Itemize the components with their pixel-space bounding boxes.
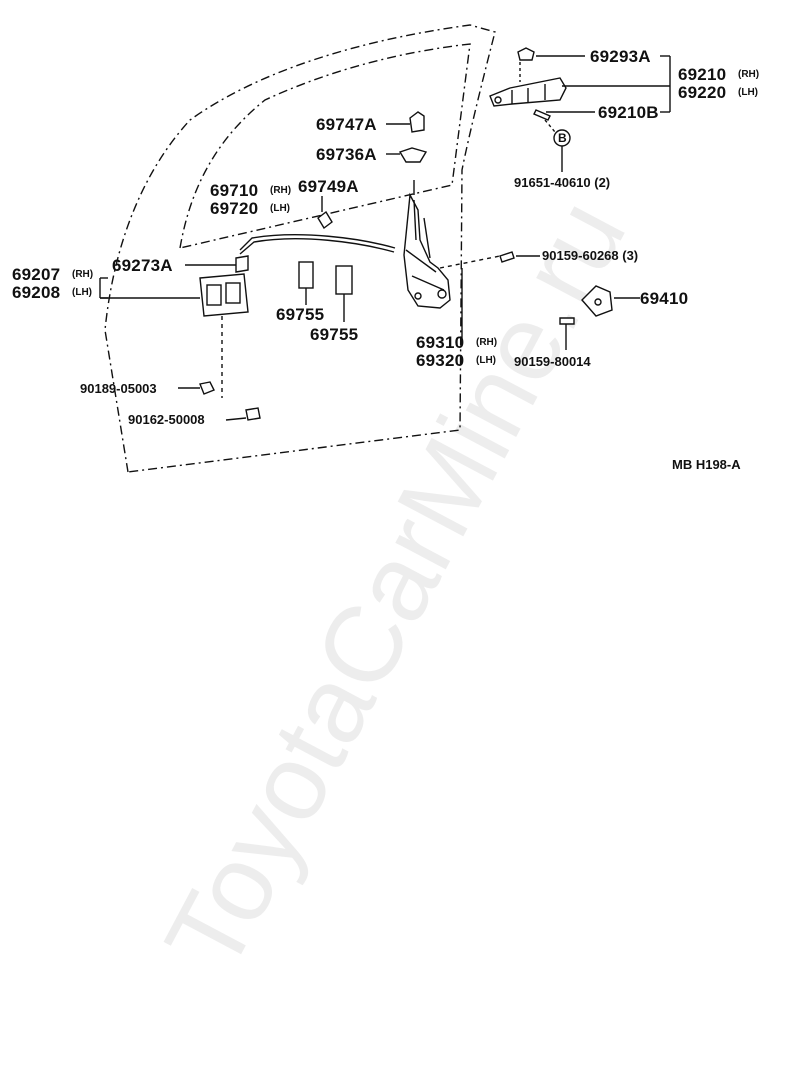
lh-tag: (LH) [72, 287, 92, 298]
bolt-b-label: B [558, 131, 567, 145]
rh-tag: (RH) [476, 337, 498, 348]
part-90159-80014-label: 90159-80014 [514, 354, 591, 369]
rh-tag: (RH) [270, 185, 292, 196]
window-frame [179, 43, 471, 249]
lh-tag: (LH) [270, 203, 290, 214]
part-69736a-label: 69736A [316, 145, 377, 164]
part-69207-label: 69207 [12, 265, 61, 284]
door-lock-assembly [403, 180, 451, 309]
part-69310-label: 69310 [416, 333, 465, 352]
part-69208-label: 69208 [12, 283, 61, 302]
part-90159-60268-label: 90159-60268 (3) [542, 248, 639, 263]
clip-69749a [317, 210, 333, 230]
clip-69747a [409, 111, 425, 133]
part-69410-label: 69410 [640, 289, 689, 308]
part-90162-label: 90162-50008 [128, 412, 205, 427]
lh-tag: (LH) [738, 87, 758, 98]
part-69220-label: 69220 [678, 83, 727, 102]
rh-tag: (RH) [72, 269, 94, 280]
part-69210b-label: 69210B [598, 103, 659, 122]
part-69755-label-a: 69755 [276, 305, 325, 324]
part-69273a-label: 69273A [112, 256, 173, 275]
control-rod [239, 234, 396, 251]
diagram-code: MB H198-A [672, 457, 741, 472]
lh-tag: (LH) [476, 355, 496, 366]
pad-69755-a [298, 261, 314, 289]
part-69320-label: 69320 [416, 351, 465, 370]
part-91651-label: 91651-40610 (2) [514, 175, 611, 190]
pad-69755-b [335, 265, 353, 295]
part-69710-label: 69710 [210, 181, 259, 200]
part-69749a-label: 69749A [298, 177, 359, 196]
rh-tag: (RH) [738, 69, 760, 80]
outside-handle-group [489, 47, 571, 147]
part-69293a-label: 69293A [590, 47, 651, 66]
part-69747a-label: 69747A [316, 115, 377, 134]
inside-handle [199, 255, 249, 317]
part-69210-label: 69210 [678, 65, 727, 84]
part-69755-label-b: 69755 [310, 325, 359, 344]
clip-69736a [398, 147, 428, 163]
striker-69410 [581, 285, 613, 317]
part-69720-label: 69720 [210, 199, 259, 218]
part-90189-label: 90189-05003 [80, 381, 157, 396]
door-outline [104, 24, 496, 473]
